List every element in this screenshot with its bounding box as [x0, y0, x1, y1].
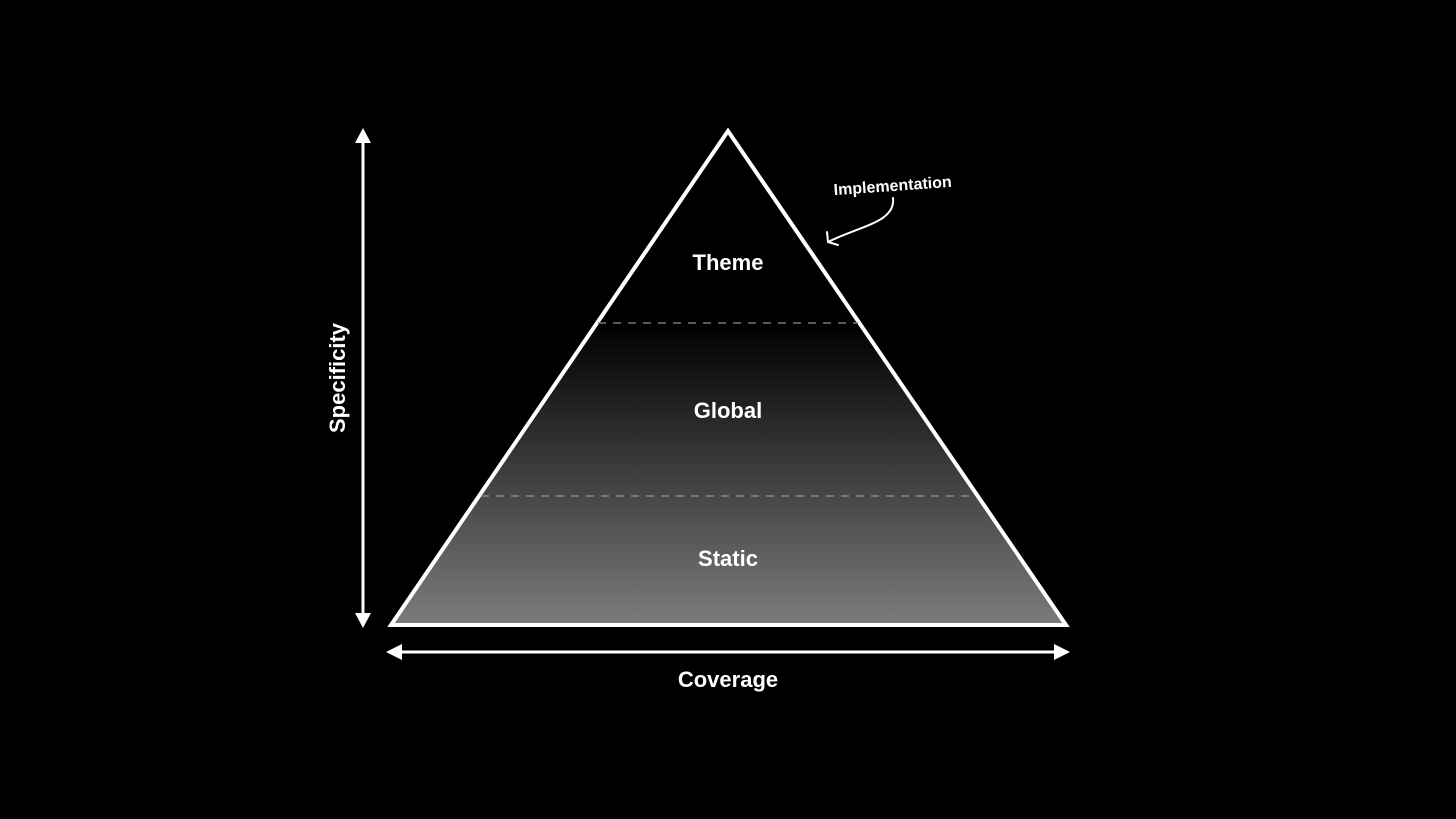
implementation-annotation-arrow — [826, 197, 895, 246]
layer-label-theme: Theme — [693, 250, 764, 275]
implementation-annotation-label: Implementation — [833, 174, 952, 199]
coverage-axis-label: Coverage — [678, 667, 778, 692]
layer-label-static: Static — [698, 546, 758, 571]
specificity-axis-label: Specificity — [325, 322, 350, 433]
layer-label-global: Global — [694, 398, 762, 423]
specificity-axis-arrow — [355, 128, 371, 628]
coverage-axis-arrow — [386, 644, 1070, 660]
pyramid-triangle — [387, 127, 1070, 627]
